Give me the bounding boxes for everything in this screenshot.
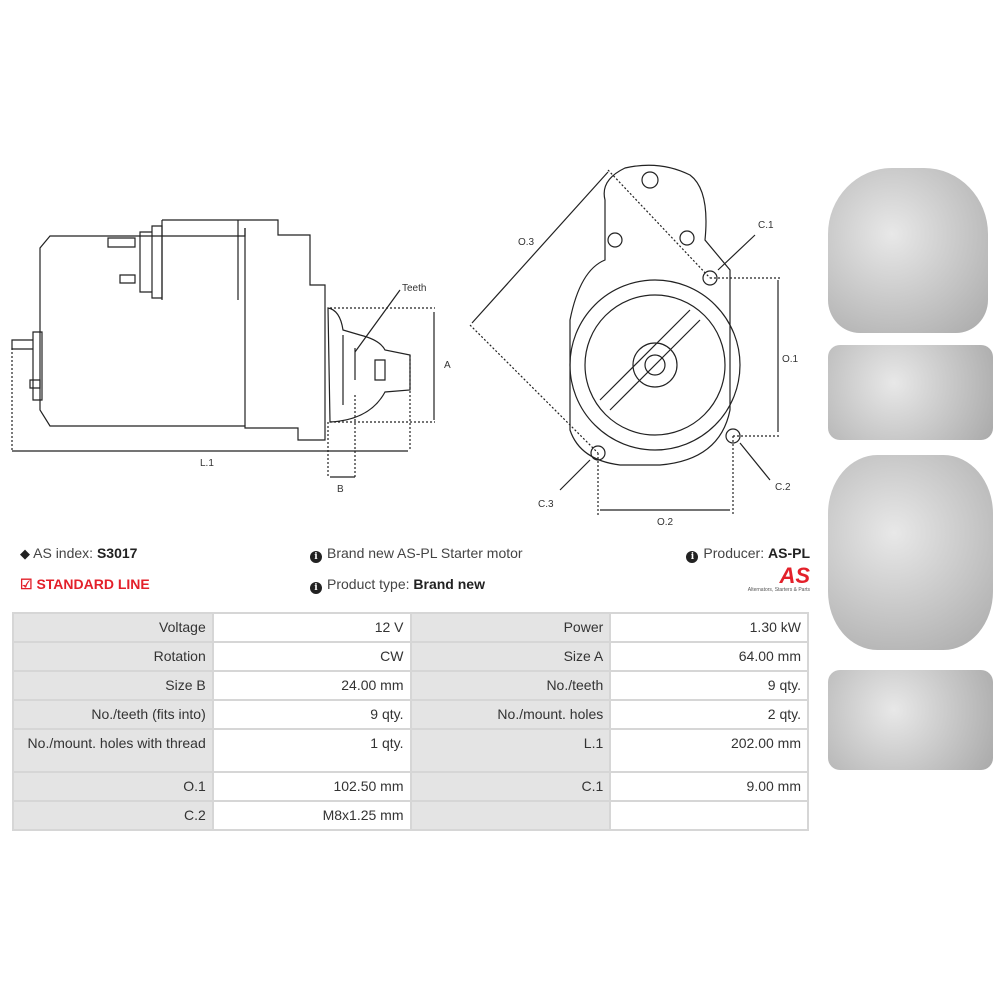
spec-label: O.1 xyxy=(12,771,214,802)
spec-label: Voltage xyxy=(12,612,214,643)
spec-label xyxy=(409,800,612,831)
side-view-drawing: Teeth A B L.1 xyxy=(11,219,451,495)
spec-label: Power xyxy=(409,612,612,643)
dim-c2-label: C.2 xyxy=(775,482,791,493)
spec-label: No./mount. holes with thread xyxy=(12,728,214,773)
spec-label: Rotation xyxy=(12,641,214,672)
dim-c3-label: C.3 xyxy=(538,499,554,510)
checkbox-icon: ☑ xyxy=(20,576,33,592)
info-icon: i xyxy=(686,551,699,563)
spec-value: 1 qty. xyxy=(211,728,412,773)
spec-label: Size A xyxy=(409,641,612,672)
dim-a-label: A xyxy=(444,360,451,371)
spec-value: 2 qty. xyxy=(609,699,809,730)
spec-label: L.1 xyxy=(409,728,612,773)
dim-o3-label: O.3 xyxy=(518,237,535,248)
spec-value: 102.50 mm xyxy=(211,771,412,802)
spec-label: No./teeth xyxy=(409,670,612,701)
spec-label: C.1 xyxy=(409,771,612,802)
product-photo-side[interactable] xyxy=(828,345,993,440)
info-icon: i xyxy=(310,582,322,594)
dim-l1-label: L.1 xyxy=(200,458,214,469)
product-photo-front[interactable] xyxy=(828,168,988,333)
product-photo-top[interactable] xyxy=(828,670,993,770)
product-photo-rear[interactable] xyxy=(828,455,993,650)
spec-label: C.2 xyxy=(12,800,214,831)
spec-value: 12 V xyxy=(211,612,412,643)
info-icon: i xyxy=(310,551,322,563)
tag-icon: ◆ xyxy=(20,546,30,561)
spec-value: 64.00 mm xyxy=(609,641,809,672)
spec-value: 1.30 kW xyxy=(609,612,809,643)
as-index: ◆ AS index: S3017 xyxy=(20,545,138,561)
front-view-drawing: O.3 C.1 O.1 C.2 O.2 C.3 xyxy=(469,164,799,528)
spec-value: 202.00 mm xyxy=(609,728,809,773)
spec-value: 9.00 mm xyxy=(609,771,809,802)
dim-b-label: B xyxy=(337,484,344,495)
as-pl-logo: AS Alternators, Starters & Parts xyxy=(747,563,810,594)
spec-value: 9 qty. xyxy=(211,699,412,730)
spec-value: M8x1.25 mm xyxy=(211,800,412,831)
spec-value: CW xyxy=(211,641,412,672)
teeth-label: Teeth xyxy=(402,283,426,294)
table-row: No./teeth (fits into)9 qty.No./mount. ho… xyxy=(12,699,809,730)
spec-value: 24.00 mm xyxy=(211,670,412,701)
standard-line-badge: ☑ STANDARD LINE xyxy=(20,576,150,592)
spec-label: No./teeth (fits into) xyxy=(12,699,214,730)
spec-label: No./mount. holes xyxy=(409,699,612,730)
dim-c1-label: C.1 xyxy=(758,220,774,231)
spec-value: 9 qty. xyxy=(609,670,809,701)
spec-value xyxy=(609,800,809,831)
dim-o2-label: O.2 xyxy=(657,517,674,528)
dim-o1-label: O.1 xyxy=(782,354,799,365)
spec-label: Size B xyxy=(12,670,214,701)
